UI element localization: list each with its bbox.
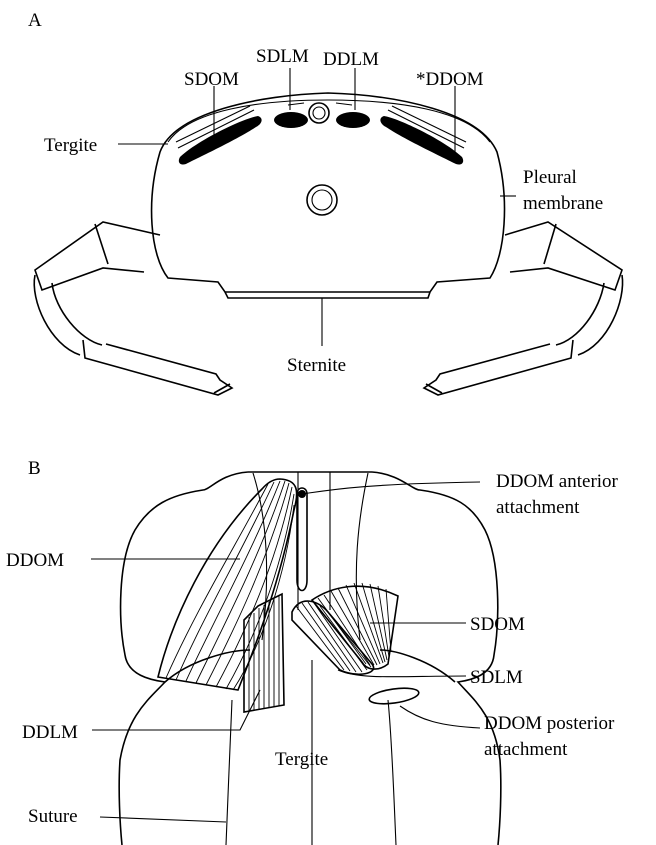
panel-b-letter: B [28, 458, 41, 479]
label-sdom-b: SDOM [470, 614, 525, 635]
label-sdom-a: SDOM [184, 69, 239, 90]
panel-b: B [6, 458, 619, 845]
ddom-attachment-right [380, 116, 463, 165]
label-tergite-b: Tergite [275, 749, 328, 770]
label-ddlm-a: DDLM [323, 49, 379, 70]
ddlm-muscle [244, 594, 284, 712]
carapace [152, 93, 505, 298]
label-ddom-anterior-2: attachment [496, 497, 580, 518]
label-membrane-a: membrane [523, 193, 603, 214]
left-leg [34, 222, 232, 395]
sdlm-muscle [292, 601, 374, 674]
tergite-outline [119, 472, 501, 845]
ddom-muscle [158, 479, 297, 690]
sdlm-attachment [274, 112, 308, 128]
label-ddom-posterior-1: DDOM posterior [484, 713, 615, 734]
panel-a: A [28, 10, 623, 395]
right-leg [424, 222, 623, 395]
label-sternite-a: Sternite [287, 355, 346, 376]
ddom-posterior-slot [368, 686, 419, 707]
label-sdlm-a: SDLM [256, 46, 309, 67]
ddlm-attachment [336, 112, 370, 128]
label-pleural-a: Pleural [523, 167, 577, 188]
label-suture-b: Suture [28, 806, 78, 827]
panel-a-letter: A [28, 10, 42, 31]
label-ddom-posterior-2: attachment [484, 739, 568, 760]
label-sdlm-b: SDLM [470, 667, 523, 688]
label-ddom-star-a: *DDOM [416, 69, 484, 90]
label-tergite-a: Tergite [44, 135, 97, 156]
label-ddlm-b: DDLM [22, 722, 78, 743]
dorsal-pore-icon [309, 103, 329, 123]
label-ddom-b: DDOM [6, 550, 64, 571]
label-ddom-anterior-1: DDOM anterior [496, 471, 619, 492]
